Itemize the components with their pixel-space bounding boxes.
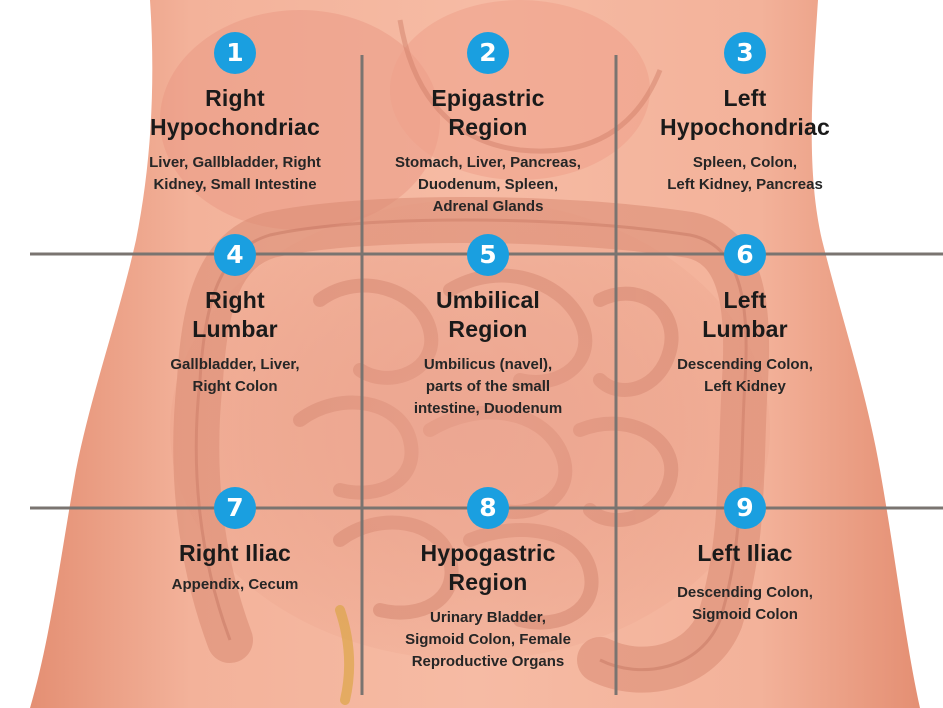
organs-line1: Descending Colon, [677, 356, 813, 373]
region-left-iliac: 9 Left Iliac Descending Colon, Sigmoid C… [625, 487, 865, 626]
region-name-line1: Right [205, 287, 265, 313]
region-name-line2: Region [448, 569, 528, 595]
region-name-line1: Left [723, 85, 767, 111]
region-epigastric: 2 Epigastric Region Stomach, Liver, Panc… [368, 32, 608, 218]
organs-line1: Gallbladder, Liver, [170, 356, 300, 373]
stomach-shape [390, 0, 650, 180]
number-badge-5: 5 [467, 234, 509, 276]
organs-line1: Umbilicus (navel), [423, 356, 553, 373]
region-right-hypochondriac: 1 Right Hypochondriac Liver, Gallbladder… [115, 32, 355, 196]
number-badge-1: 1 [214, 32, 256, 74]
number-badge-2: 2 [467, 32, 509, 74]
organs-line3: Reproductive Organs [411, 653, 565, 670]
organs-line2: Sigmoid Colon, Female [405, 631, 571, 648]
number-badge-6: 6 [724, 234, 766, 276]
region-right-iliac: 7 Right Iliac Appendix, Cecum [115, 487, 355, 596]
region-name-line2: Region [448, 114, 528, 140]
number-badge-4: 4 [214, 234, 256, 276]
organs-line2: Sigmoid Colon [692, 606, 798, 623]
organs-line1: Appendix, Cecum [171, 576, 299, 593]
region-name-line1: Epigastric [431, 85, 545, 111]
region-name-line1: Left Iliac [697, 540, 793, 566]
organs-line2: Left Kidney [704, 378, 786, 395]
organs-line1: Descending Colon, [677, 584, 813, 601]
region-name-line2: Hypochondriac [149, 114, 320, 140]
organs-line2: parts of the small [425, 378, 551, 395]
region-name-line1: Right Iliac [178, 540, 292, 566]
appendix-shape [335, 605, 355, 705]
organs-line3: intestine, Duodenum [413, 400, 563, 417]
organs-line1: Urinary Bladder, [430, 609, 546, 626]
organs-line1: Stomach, Liver, Pancreas, [395, 154, 581, 171]
region-name-line2: Region [448, 316, 528, 342]
region-name-line2: Hypochondriac [659, 114, 830, 140]
region-umbilical: 5 Umbilical Region Umbilicus (navel), pa… [368, 234, 608, 420]
organs-line3: Adrenal Glands [432, 198, 544, 215]
organs-line2: Kidney, Small Intestine [153, 176, 317, 193]
number-badge-9: 9 [724, 487, 766, 529]
region-name-line2: Lumbar [192, 316, 278, 342]
region-name-line2: Lumbar [702, 316, 788, 342]
region-left-lumbar: 6 Left Lumbar Descending Colon, Left Kid… [625, 234, 865, 398]
region-hypogastric: 8 Hypogastric Region Urinary Bladder, Si… [368, 487, 608, 673]
number-badge-3: 3 [724, 32, 766, 74]
organs-line2: Left Kidney, Pancreas [667, 176, 823, 193]
region-name-line1: Umbilical [435, 287, 541, 313]
organs-line2: Right Colon [192, 378, 278, 395]
organs-line2: Duodenum, Spleen, [417, 176, 558, 193]
region-name-line1: Right [205, 85, 265, 111]
organs-line1: Spleen, Colon, [692, 154, 798, 171]
abdomen-shadow [170, 200, 770, 660]
number-badge-8: 8 [467, 487, 509, 529]
stomach-curve [397, 19, 663, 154]
region-name-line1: Left [723, 287, 767, 313]
region-left-hypochondriac: 3 Left Hypochondriac Spleen, Colon, Left… [625, 32, 865, 196]
organs-line1: Liver, Gallbladder, Right [149, 154, 321, 171]
region-name-line1: Hypogastric [420, 540, 556, 566]
region-right-lumbar: 4 Right Lumbar Gallbladder, Liver, Right… [115, 234, 355, 398]
number-badge-7: 7 [214, 487, 256, 529]
